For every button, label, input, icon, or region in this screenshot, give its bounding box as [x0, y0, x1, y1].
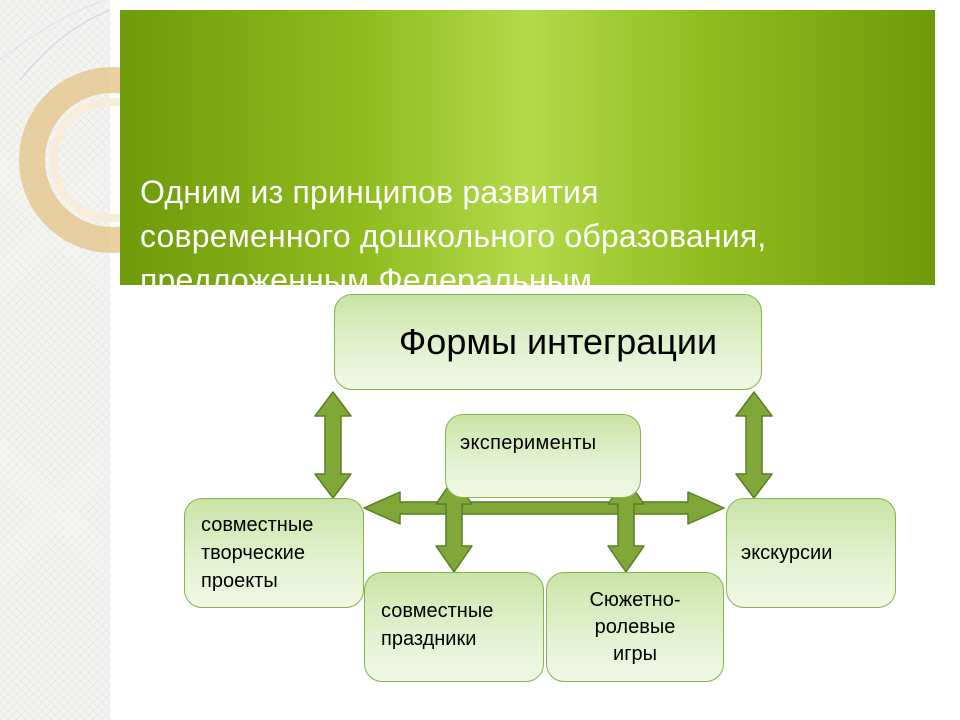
arrow-projects-to-excursions: [363, 491, 725, 525]
box-integration-forms: Формы интеграции: [334, 294, 762, 390]
box-joint-projects-line-1: совместные: [201, 514, 314, 536]
box-role-games-line-3: игры: [613, 643, 657, 665]
box-role-games: Сюжетно- ролевые игры: [546, 572, 724, 682]
box-excursions: экскурсии: [726, 498, 896, 608]
box-role-games-line-2: ролевые: [594, 616, 676, 638]
arrow-main-to-projects: [314, 391, 352, 499]
box-role-games-line-1: Сюжетно-: [589, 589, 681, 611]
box-joint-festivals: совместные праздники: [364, 572, 544, 682]
box-integration-forms-label: Формы интеграции: [398, 321, 718, 362]
box-excursions-label: экскурсии: [741, 541, 833, 564]
box-experiments: эксперименты: [445, 414, 641, 498]
arrow-main-to-excursions: [735, 391, 773, 499]
box-joint-festivals-line-1: совместные: [381, 600, 494, 622]
banner-line-1: Одним из принципов развития: [140, 174, 599, 210]
decorative-rings: [0, 0, 120, 253]
box-joint-projects-line-3: проекты: [201, 570, 278, 592]
box-joint-festivals-line-2: праздники: [381, 628, 477, 650]
banner-text: Одним из принципов развития современного…: [140, 170, 930, 285]
banner-line-2: современного дошкольного образования,: [140, 218, 767, 254]
box-joint-projects: совместные творческие проекты: [184, 498, 364, 608]
box-experiments-label: эксперименты: [460, 432, 597, 454]
title-banner: Одним из принципов развития современного…: [120, 10, 935, 285]
banner-line-3: предложенным Федеральным: [140, 262, 593, 285]
box-joint-projects-line-2: творческие: [201, 542, 305, 564]
